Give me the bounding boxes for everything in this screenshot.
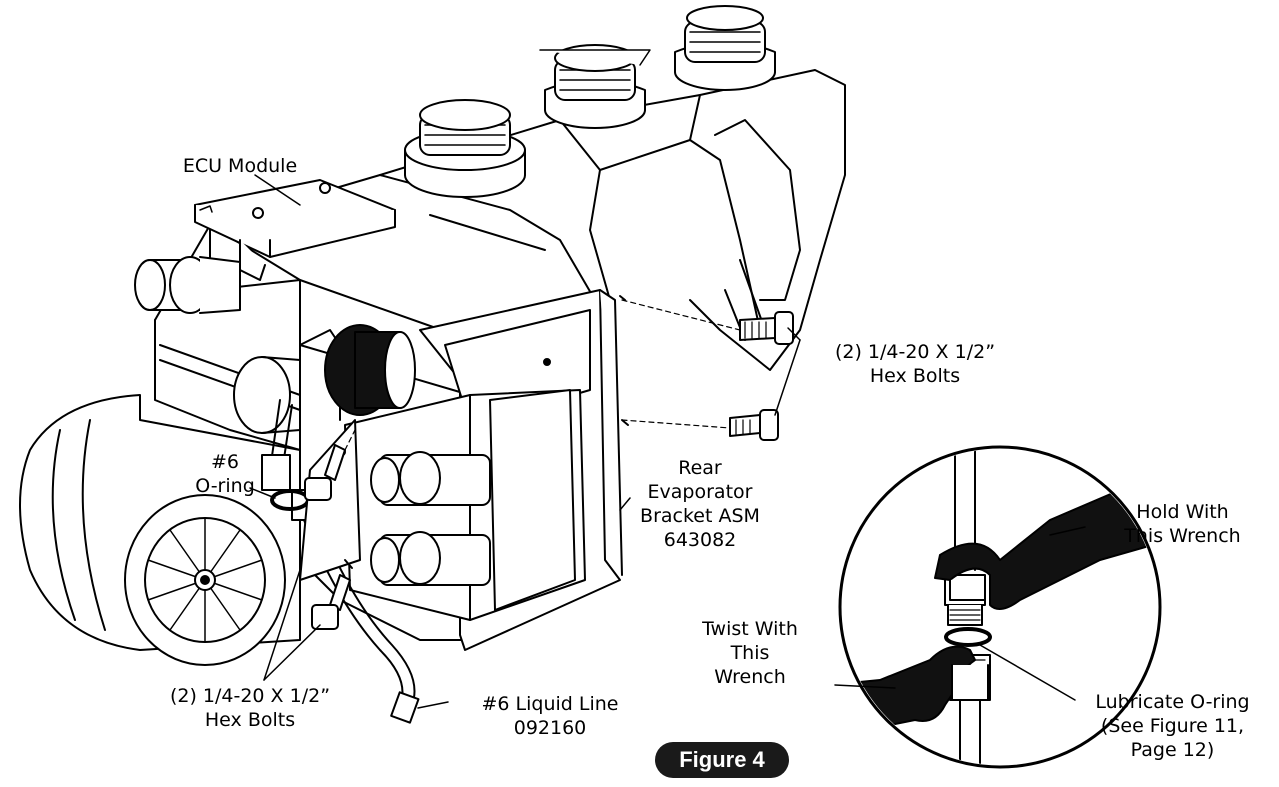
label-twist-wrench: Twist With This Wrench [702, 618, 798, 688]
label-bracket: Rear Evaporator Bracket ASM 643082 [640, 457, 760, 551]
label-hold-wrench: Hold With This Wrench [1124, 501, 1241, 547]
figure-badge: Figure 4 [655, 742, 789, 778]
hex-bolt-lower-2 [311, 574, 351, 630]
valve-cap-middle [539, 44, 651, 129]
label-ecu-module: ECU Module [182, 155, 298, 177]
valve-cap-right [674, 5, 776, 91]
liquid-line [261, 399, 420, 724]
label-hex-bolts-top: (2) 1/4-20 X 1/2” Hex Bolts [834, 341, 996, 387]
port-fitting-upper [370, 451, 491, 506]
hold-wrench [934, 489, 1158, 610]
left-port-fitting [134, 256, 241, 314]
label-lubricate-o-ring: Lubricate O-ring (See Figure 11, Page 12… [1095, 691, 1250, 761]
label-liquid-line: #6 Liquid Line 092160 [481, 693, 619, 739]
sight-glass [233, 324, 416, 434]
leader-lines [249, 174, 801, 709]
bolt-alignment-lines [344, 299, 741, 451]
blower-assembly [19, 394, 301, 666]
ecu-module [194, 179, 396, 281]
port-fitting-lower [370, 531, 491, 586]
hex-bolt-upper-1 [739, 311, 794, 345]
detail-inset [834, 445, 1162, 769]
valve-cap-left [404, 99, 526, 198]
hex-bolt-upper-2 [729, 409, 779, 441]
o-ring-detail [944, 627, 992, 647]
label-o-ring: #6 O-ring [195, 451, 255, 497]
label-hex-bolts-bottom: (2) 1/4-20 X 1/2” Hex Bolts [169, 685, 331, 731]
